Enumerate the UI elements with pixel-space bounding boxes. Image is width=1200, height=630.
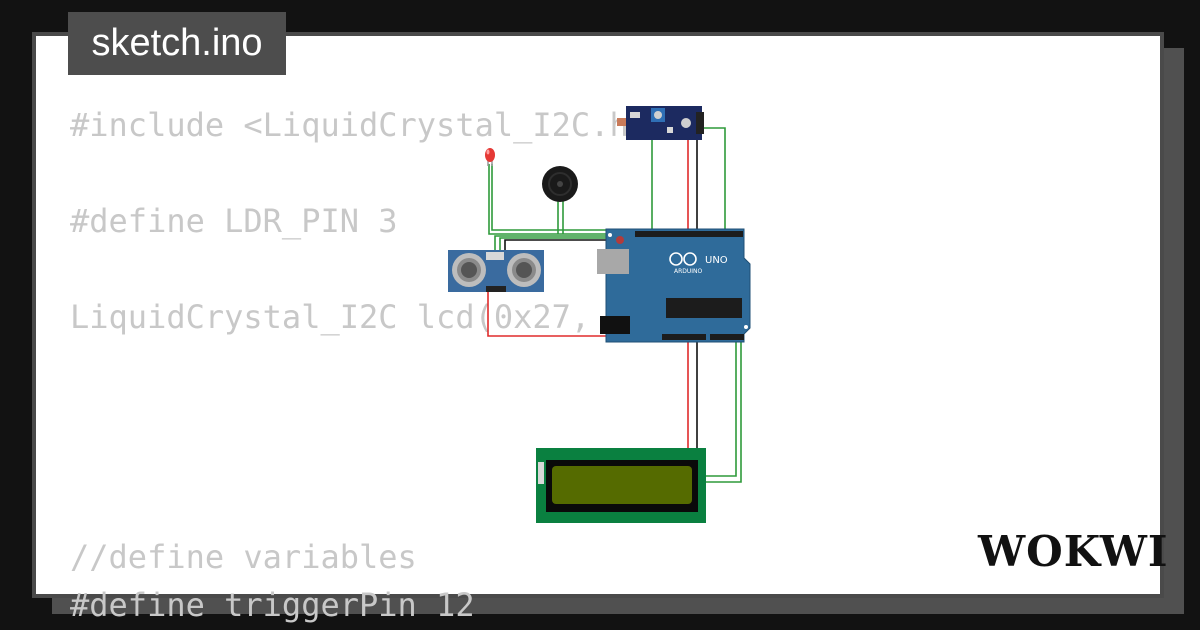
wire-ldr-out xyxy=(702,127,726,232)
code-line-5: #define triggerPin 12 xyxy=(70,586,475,624)
board-model: UNO xyxy=(705,255,728,266)
wire-led-anode xyxy=(488,164,606,235)
led-icon[interactable] xyxy=(485,148,495,166)
code-line-4: //define variables xyxy=(70,538,417,576)
arduino-uno-icon[interactable]: ARDUINO UNO xyxy=(597,228,751,343)
ldr-module-icon[interactable] xyxy=(617,106,704,140)
code-line-2: #define LDR_PIN 3 xyxy=(70,202,398,240)
buzzer-icon[interactable] xyxy=(542,166,578,202)
lcd-icon[interactable] xyxy=(536,448,706,523)
ultrasonic-sensor-icon[interactable] xyxy=(448,250,544,292)
code-line-3: LiquidCrystal_I2C lcd(0x27, xyxy=(70,298,591,336)
preview-card: #include <LiquidCrystal_I2C.h> #define L… xyxy=(32,32,1164,624)
board-brand: ARDUINO xyxy=(674,268,703,275)
sketch-tab[interactable]: sketch.ino xyxy=(68,12,286,75)
code-line-1: #include <LiquidCrystal_I2C.h> xyxy=(70,106,648,144)
wire-led-cathode xyxy=(491,164,612,231)
wire-sensor-vcc xyxy=(487,290,606,337)
wokwi-logo: WOKWI xyxy=(977,527,1168,576)
code-background: #include <LiquidCrystal_I2C.h> #define L… xyxy=(70,36,648,624)
logo-text: WOKWI xyxy=(977,527,1169,576)
